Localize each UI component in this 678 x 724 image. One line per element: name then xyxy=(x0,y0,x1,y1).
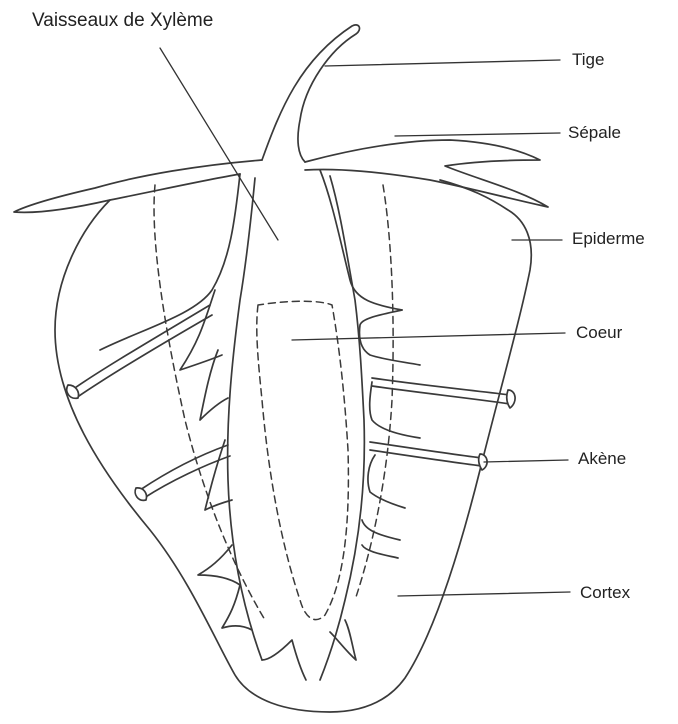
left-lobe-5 xyxy=(222,585,252,630)
core-wall-right-inner xyxy=(320,176,364,680)
label-stem: Tige xyxy=(572,50,604,70)
achene-right-1 xyxy=(507,390,515,408)
achene-strand-left-1b xyxy=(76,315,212,398)
achene-left-2 xyxy=(135,488,146,500)
xylem-bundle-left xyxy=(154,185,265,620)
leader-sepal xyxy=(395,133,560,136)
label-epidermis: Epiderme xyxy=(572,229,645,249)
fruit-outline xyxy=(55,180,531,712)
sepal-right xyxy=(305,140,548,207)
leader-cortex xyxy=(398,592,570,596)
label-sepal: Sépale xyxy=(568,123,621,143)
right-lobe-2 xyxy=(370,382,420,438)
left-lobe-2 xyxy=(200,350,228,420)
xylem-bundle-right xyxy=(355,185,393,600)
label-vessels: Vaisseaux de Xylème xyxy=(32,10,213,32)
stem xyxy=(262,25,359,162)
label-cortex: Cortex xyxy=(580,583,630,603)
label-achene: Akène xyxy=(578,449,626,469)
right-lobe-4 xyxy=(362,520,400,540)
achene-strand-left-2 xyxy=(140,445,228,490)
left-lobe-6 xyxy=(262,640,306,680)
leader-achene xyxy=(484,460,568,462)
core-wall-left xyxy=(100,174,240,350)
achene-strand-left-1 xyxy=(72,305,210,390)
achene-strand-right-2b xyxy=(370,450,482,466)
core-dashed-outline xyxy=(257,301,349,619)
leader-vessels xyxy=(160,48,278,240)
label-core: Coeur xyxy=(576,323,622,343)
leader-stem xyxy=(325,60,560,66)
leader-core xyxy=(292,333,565,340)
core-wall-center-left xyxy=(228,178,262,660)
sepal-left xyxy=(14,160,262,212)
